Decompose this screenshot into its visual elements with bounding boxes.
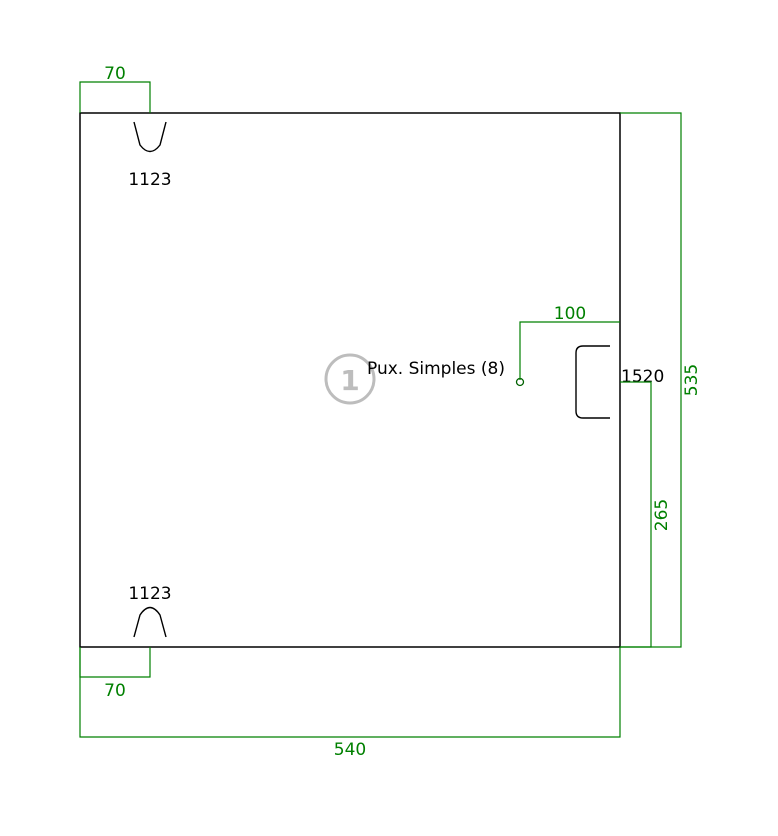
dimension-top-offset: 70 — [79, 64, 151, 113]
bottom-notch-cut — [133, 606, 167, 638]
top-notch-code: 1123 — [128, 170, 171, 190]
dim-hole-offset-x-value: 100 — [554, 304, 586, 324]
dim-bottom-offset-value: 70 — [104, 681, 126, 701]
badge-number: 1 — [340, 364, 359, 397]
dim-top-offset-value: 70 — [104, 64, 126, 84]
dimension-bottom-offset: 70 — [79, 647, 151, 701]
dim-height-value: 535 — [682, 364, 702, 396]
badge-circle — [324, 353, 376, 405]
dimension-width: 540 — [79, 647, 621, 760]
dim-hole-offset-y-value: 265 — [652, 499, 672, 531]
panel-outline — [79, 112, 621, 648]
side-cut — [575, 345, 610, 419]
panel-number-badge: 1 — [324, 353, 376, 405]
side-cut-code: 1520 — [621, 367, 664, 387]
dimension-hole-offset-x: 100 — [519, 304, 620, 380]
dim-width-value: 540 — [334, 740, 366, 760]
hardware-label: Pux. Simples (8) — [367, 359, 505, 379]
top-notch-cut — [133, 121, 167, 153]
bottom-notch-code: 1123 — [128, 584, 171, 604]
dimension-hole-offset-y: 265 — [620, 381, 672, 648]
